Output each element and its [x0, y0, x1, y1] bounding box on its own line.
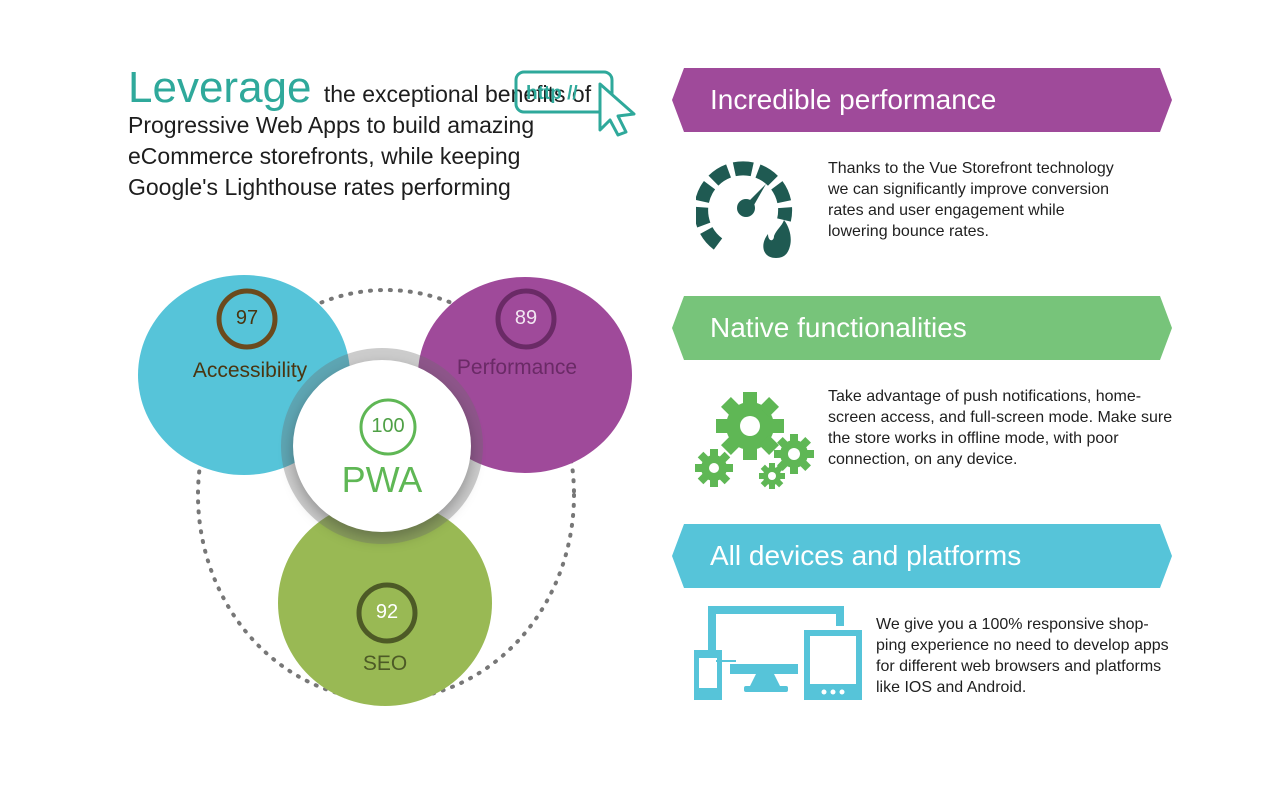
lighthouse-venn-diagram: 97 Accessibility 89 Performance 100 PWA … [128, 275, 648, 715]
accessibility-label: Accessibility [192, 359, 308, 382]
headline-text: the exceptional benefits of Progressive … [128, 81, 592, 200]
feature-desc-performance: Thanks to the Vue Storefront technology … [828, 160, 1114, 240]
accessibility-score: 97 [235, 307, 259, 329]
http-cursor-icon: http // [514, 68, 640, 145]
feature-band-performance: Incredible performance [672, 68, 1172, 132]
feature-band-devices: All devices and platforms [672, 524, 1172, 588]
accessibility-score-ring: 97 [215, 287, 279, 351]
seo-circle [278, 500, 492, 706]
headline: Leverage the exceptional benefits of Pro… [128, 66, 598, 203]
feature-title-native: Native functionalities [710, 312, 967, 343]
performance-score-ring: 89 [494, 287, 558, 351]
feature-title-devices: All devices and platforms [710, 540, 1022, 571]
feature-desc-native: Take advantage of push notifications, ho… [828, 388, 1173, 468]
headline-lead: Leverage [128, 63, 312, 112]
seo-score: 92 [375, 601, 399, 623]
feature-band-native: Native functionalities [672, 296, 1172, 360]
seo-label: SEO [362, 652, 408, 675]
pwa-score: 100 [371, 415, 405, 437]
performance-score: 89 [514, 307, 538, 329]
devices-icon [694, 604, 864, 705]
http-badge-text: http // [526, 83, 578, 104]
pwa-circle [293, 360, 471, 532]
gears-icon [694, 386, 818, 495]
feature-desc-devices: We give you a 100% responsive shop-ping … [876, 616, 1169, 696]
performance-label: Performance [456, 356, 578, 379]
pwa-score-ring: 100 [358, 397, 418, 457]
speedometer-icon [694, 160, 800, 265]
feature-title-performance: Incredible performance [710, 84, 997, 115]
pwa-label: PWA [341, 459, 423, 500]
seo-score-ring: 92 [355, 581, 419, 645]
